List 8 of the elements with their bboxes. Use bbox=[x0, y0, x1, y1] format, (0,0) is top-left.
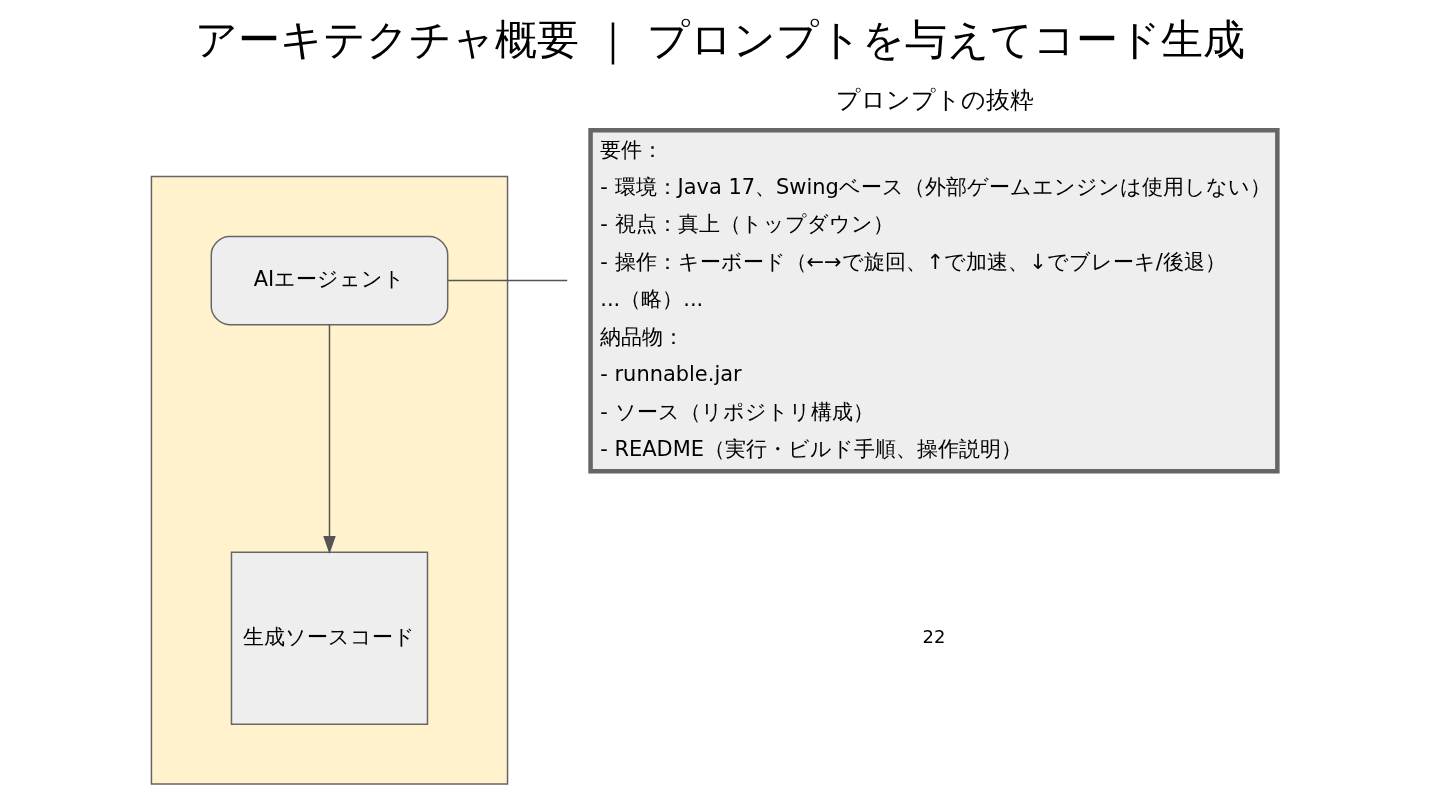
arrow bbox=[323, 323, 336, 554]
node-box: AIエージェント bbox=[210, 235, 449, 325]
node-box: 生成ソースコード bbox=[230, 550, 429, 725]
label: 22 bbox=[922, 625, 946, 647]
connector bbox=[447, 279, 568, 281]
diagram-title: アーキテクチャ概要 ｜ プロンプトを与えてコード生成 bbox=[195, 14, 1245, 64]
cluster bbox=[150, 175, 509, 785]
node-label: プロンプトの抜粋 bbox=[835, 85, 1034, 114]
